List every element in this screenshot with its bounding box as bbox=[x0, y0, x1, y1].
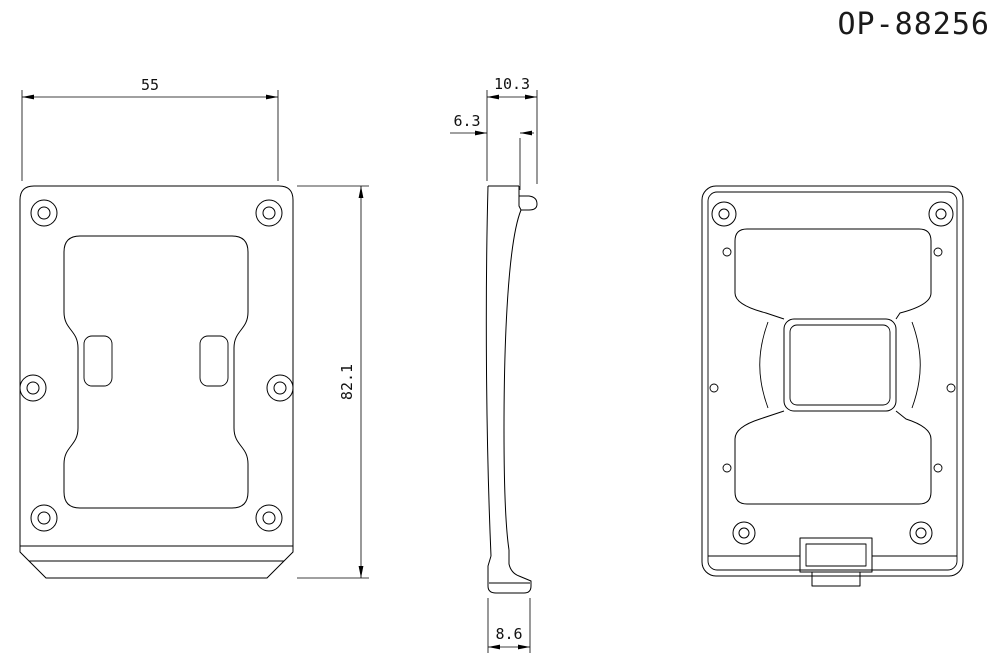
dimension-depth-body: 6.3 bbox=[450, 112, 534, 190]
back-outer-outline bbox=[701, 185, 964, 577]
screw-hole bbox=[718, 208, 730, 220]
screw-hole bbox=[37, 206, 51, 220]
pilot-hole bbox=[722, 247, 732, 257]
dimension-value-depth-total: 10.3 bbox=[494, 75, 530, 93]
pilot-hole bbox=[933, 247, 943, 257]
screw-boss bbox=[19, 374, 47, 402]
screw-boss bbox=[30, 504, 58, 532]
screw-hole bbox=[738, 527, 750, 539]
screw-boss bbox=[732, 521, 756, 545]
screw-boss bbox=[909, 521, 933, 545]
screw-hole bbox=[915, 527, 927, 539]
side-foot-outline bbox=[487, 550, 532, 594]
back-view bbox=[701, 185, 964, 587]
back-bottom-pocket bbox=[734, 410, 932, 505]
screw-boss bbox=[255, 504, 283, 532]
arrowhead bbox=[488, 644, 500, 650]
screw-hole bbox=[273, 381, 287, 395]
front-view bbox=[19, 185, 294, 579]
dimension-value-width: 55 bbox=[141, 76, 159, 94]
screw-boss bbox=[266, 374, 294, 402]
back-inner-outline bbox=[707, 191, 958, 571]
arrowhead bbox=[358, 186, 364, 198]
pilot-hole bbox=[722, 463, 732, 473]
arrowhead bbox=[518, 644, 530, 650]
screw-hole bbox=[262, 206, 276, 220]
center-window-inner bbox=[789, 324, 891, 406]
center-window-outer bbox=[783, 318, 897, 412]
connector-outer bbox=[799, 537, 873, 573]
pilot-hole bbox=[946, 383, 956, 393]
dimension-value-foot-depth: 8.6 bbox=[495, 625, 522, 643]
screw-hole bbox=[26, 381, 40, 395]
arrowhead bbox=[358, 566, 364, 578]
dimension-front-width: 55 bbox=[21, 76, 279, 181]
dimension-depth-total: 10.3 bbox=[486, 75, 538, 184]
screw-hole bbox=[935, 208, 947, 220]
front-pocket-contour bbox=[63, 235, 249, 509]
arrowhead bbox=[22, 94, 34, 100]
screw-boss bbox=[711, 201, 737, 227]
arrowhead bbox=[520, 130, 532, 136]
side-flange bbox=[518, 195, 538, 211]
screw-boss bbox=[928, 201, 954, 227]
connector-tab bbox=[811, 571, 861, 587]
back-waist-arc-right bbox=[911, 321, 921, 409]
back-waist-arc-left bbox=[759, 321, 769, 409]
side-profile-view bbox=[485, 185, 538, 594]
side-left-edge bbox=[485, 185, 492, 557]
screw-boss bbox=[255, 199, 283, 227]
back-top-pocket bbox=[734, 228, 932, 320]
connector-inner bbox=[805, 543, 867, 567]
arrowhead bbox=[525, 94, 537, 100]
dimension-value-height: 82.1 bbox=[338, 364, 356, 400]
front-ear-left bbox=[83, 335, 113, 387]
screw-hole bbox=[37, 511, 51, 525]
drawing-number: OP-88256 bbox=[838, 7, 991, 42]
arrowhead bbox=[487, 94, 499, 100]
dimension-foot-depth: 8.6 bbox=[487, 598, 531, 653]
arrowhead bbox=[266, 94, 278, 100]
pilot-hole bbox=[933, 463, 943, 473]
front-ear-right bbox=[199, 335, 229, 387]
pilot-hole bbox=[709, 383, 719, 393]
screw-boss bbox=[30, 199, 58, 227]
arrowhead bbox=[475, 130, 487, 136]
dimension-front-height: 82.1 bbox=[297, 185, 369, 579]
screw-hole bbox=[262, 511, 276, 525]
dimension-value-depth-body: 6.3 bbox=[453, 112, 480, 130]
side-inner-edge bbox=[503, 209, 522, 551]
front-outer-outline bbox=[19, 185, 294, 579]
